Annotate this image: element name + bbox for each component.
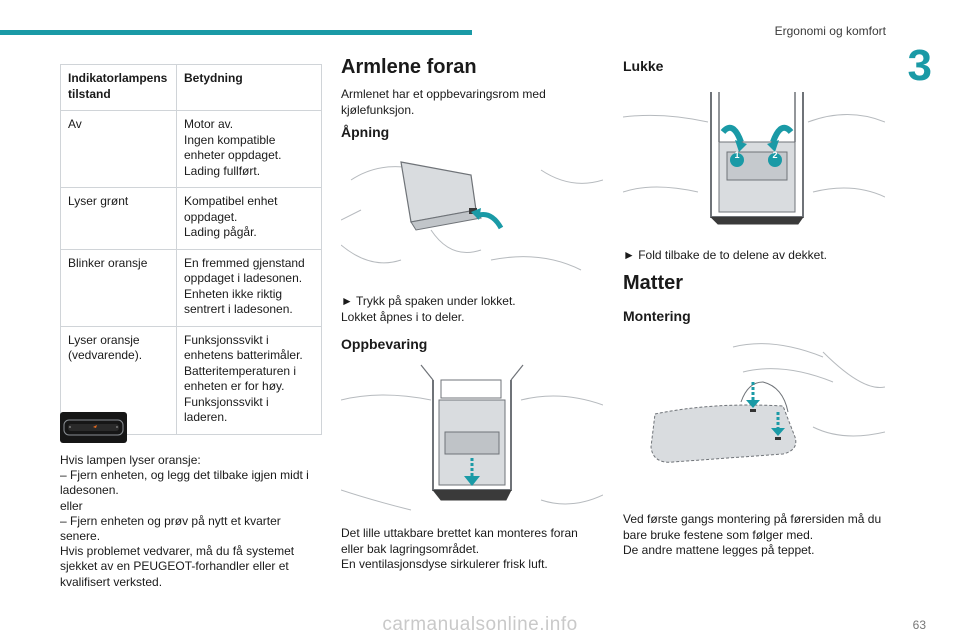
instruction-intro: Hvis lampen lyser oransje: [60,453,201,467]
table-header-row: Indikatorlampens tilstand Betydning [60,64,322,111]
charging-lamp-image [60,412,127,443]
closing-step: ► Fold tilbake de to delene av dekket. [623,248,827,262]
meaning-line: Batteritemperaturen i enheten er for høy… [184,363,297,394]
table-cell-state: Lyser grønt [60,187,177,250]
instruction-step: – Fjern enheten, og legg det tilbake igj… [60,468,309,498]
orange-lamp-instructions: Hvis lampen lyser oransje: – Fjern enhet… [60,453,322,590]
table-cell-meaning: Motor av. Ingen kompatible enheter oppda… [176,110,322,188]
watermark: carmanualsonline.info [382,614,578,635]
table-row: Blinker oransje En fremmed gjenstand opp… [60,248,322,327]
header-section-title: Ergonomi og komfort [774,24,886,38]
opening-step: ► Trykk på spaken under lokket. [341,294,516,308]
table-cell-state: Blinker oransje [60,248,177,327]
table-row: Lyser grønt Kompatibel enhet oppdaget. L… [60,187,322,250]
storage-title: Oppbevaring [341,336,428,352]
header-accent-bar [0,30,472,35]
opening-title: Åpning [341,124,390,140]
mats-text-2: De andre mattene legges på teppet. [623,543,815,557]
opening-illustration [341,150,603,290]
opening-text: ► Trykk på spaken under lokket. Lokket å… [341,294,603,325]
storage-text-1: Det lille uttakbare brettet kan monteres… [341,526,578,556]
armrest-title: Armlene foran [341,56,477,78]
table-header-meaning: Betydning [176,64,322,111]
storage-text-2: En ventilasjonsdyse sirkulerer frisk luf… [341,557,548,571]
instruction-final: Hvis problemet vedvarer, må du få system… [60,544,295,589]
mats-title: Matter [623,272,684,294]
closing-badge-2: 2 [772,150,778,160]
meaning-line: En fremmed gjenstand oppdaget i ladesone… [184,255,305,286]
table-cell-meaning: Funksjonssvikt i enhetens batterimåler. … [176,325,322,435]
table-row: Av Motor av. Ingen kompatible enheter op… [60,110,322,188]
meaning-line: Motor av. [184,117,234,131]
armrest-intro: Armlenet har et oppbevaringsrom med kjøl… [341,87,546,117]
instruction-step: – Fjern enheten og prøv på nytt et kvart… [60,513,281,544]
table-cell-state: Av [60,110,177,188]
meaning-line: Ingen kompatible enheter oppdaget. [184,132,282,163]
table-header-state: Indikatorlampens tilstand [60,64,177,111]
closing-title: Lukke [623,58,664,74]
table-cell-meaning: Kompatibel enhet oppdaget. Lading pågår. [176,187,322,250]
instruction-or: eller [60,498,83,513]
mats-text-1: Ved første gangs montering på førersiden… [623,512,882,542]
opening-result: Lokket åpnes i to deler. [341,309,465,324]
meaning-line: Kompatibel enhet oppdaget. [184,194,278,224]
meaning-line: Funksjonssvikt i laderen. [184,394,269,425]
mats-text: Ved første gangs montering på førersiden… [623,512,885,559]
storage-text: Det lille uttakbare brettet kan monteres… [341,526,603,573]
mounting-title: Montering [623,308,691,324]
page-number: 63 [912,618,926,632]
meaning-line: Enheten ikke riktig sentrert i ladesonen… [184,286,293,317]
meaning-line: Lading fullført. [184,163,261,178]
meaning-line: Lading pågår. [184,225,257,239]
mounting-illustration [623,332,885,502]
storage-illustration [341,360,603,520]
closing-illustration: 1 2 [623,82,885,242]
closing-badge-1: 1 [734,150,740,160]
indicator-table: Indikatorlampens tilstand Betydning Av M… [60,64,322,435]
meaning-line: Funksjonssvikt i enhetens batterimåler. [184,332,303,363]
table-cell-meaning: En fremmed gjenstand oppdaget i ladesone… [176,248,322,327]
chapter-number: 3 [907,41,932,90]
